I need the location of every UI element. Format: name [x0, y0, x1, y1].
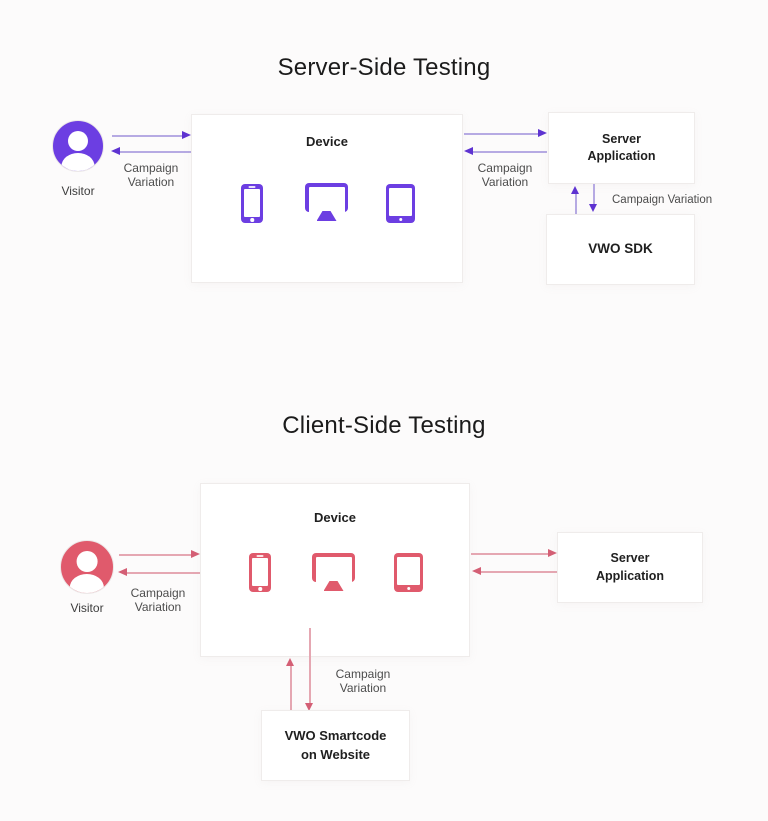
visitor-avatar	[60, 540, 114, 594]
arrow-line	[481, 571, 557, 573]
monitor-screen	[315, 556, 352, 585]
person-shoulders	[69, 574, 105, 593]
arrowhead-left-icon	[472, 567, 481, 575]
smartphone-icon	[241, 184, 263, 223]
smartphone-icon	[249, 553, 271, 592]
vwo-smartcode-box: VWO Smartcode on Website	[261, 710, 410, 781]
phone-speaker	[256, 555, 264, 557]
arrow-line	[473, 151, 547, 153]
device-label: Device	[306, 134, 348, 149]
phone-speaker	[248, 186, 256, 188]
campaign-variation-label: Campaign Variation	[335, 667, 391, 696]
device-box: Device	[191, 114, 463, 283]
tablet-home-button	[398, 217, 403, 222]
arrow-line	[127, 572, 200, 574]
monitor-icon	[305, 183, 348, 222]
campaign-variation-label: Campaign Variation	[123, 161, 179, 190]
device-box: Device	[200, 483, 470, 657]
monitor-icon	[312, 553, 355, 592]
tablet-screen	[389, 187, 412, 216]
server-side-title: Server-Side Testing	[277, 54, 491, 81]
phone-home-button	[250, 218, 254, 222]
arrow-line	[290, 666, 292, 710]
arrow-line	[309, 628, 311, 703]
arrowhead-up-icon	[286, 658, 294, 666]
vwo-sdk-box: VWO SDK	[546, 214, 695, 285]
arrow-line	[120, 151, 191, 153]
arrow-line	[575, 194, 577, 214]
arrowhead-right-icon	[182, 131, 191, 139]
server-application-box: Server Application	[548, 112, 695, 184]
arrowhead-right-icon	[548, 549, 557, 557]
campaign-variation-label: Campaign Variation	[477, 161, 533, 190]
server-application-box: Server Application	[557, 532, 703, 603]
phone-home-button	[258, 587, 262, 591]
person-shoulders	[61, 153, 95, 171]
monitor-screen	[308, 186, 345, 215]
vwo-sdk-label: VWO SDK	[588, 241, 653, 257]
arrowhead-up-icon	[571, 186, 579, 194]
tablet-icon	[386, 184, 415, 223]
arrowhead-down-icon	[589, 204, 597, 212]
phone-screen	[252, 558, 268, 586]
visitor-label: Visitor	[70, 601, 104, 615]
visitor-avatar	[52, 120, 104, 172]
arrowhead-left-icon	[118, 568, 127, 576]
visitor-label: Visitor	[61, 184, 95, 198]
arrow-line	[471, 553, 548, 555]
person-head	[68, 130, 88, 151]
campaign-variation-label: Campaign Variation	[130, 586, 186, 615]
vwo-smartcode-label: VWO Smartcode on Website	[284, 728, 387, 762]
arrowhead-down-icon	[305, 703, 313, 711]
tablet-icon	[394, 553, 423, 592]
monitor-stand	[323, 581, 344, 591]
monitor-stand	[316, 211, 337, 221]
arrow-line	[119, 554, 191, 556]
arrowhead-left-icon	[111, 147, 120, 155]
phone-screen	[244, 189, 260, 217]
arrow-line	[112, 135, 183, 137]
device-label: Device	[314, 510, 356, 525]
server-application-label: Server Application	[595, 551, 665, 583]
tablet-screen	[397, 556, 420, 585]
tablet-home-button	[406, 586, 411, 591]
person-head	[76, 550, 98, 572]
client-side-title: Client-Side Testing	[282, 412, 486, 439]
arrow-line	[464, 133, 538, 135]
arrowhead-left-icon	[464, 147, 473, 155]
server-application-label: Server Application	[587, 131, 656, 164]
arrowhead-right-icon	[191, 550, 200, 558]
campaign-variation-label: Campaign Variation	[612, 194, 713, 206]
arrowhead-right-icon	[538, 129, 547, 137]
arrow-line	[593, 184, 595, 204]
